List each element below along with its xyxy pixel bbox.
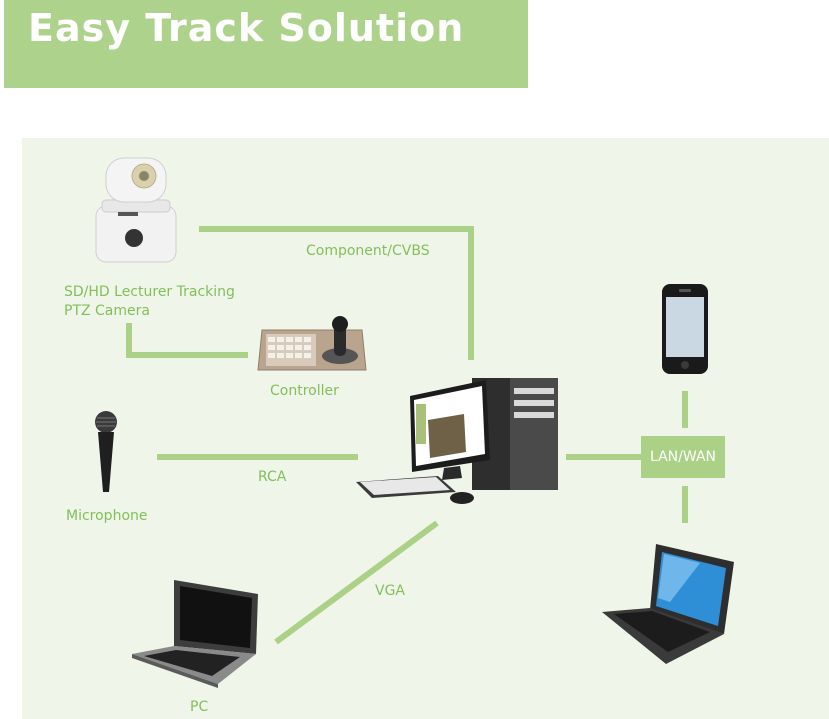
controller-label: Controller: [270, 383, 339, 399]
component-label: Component/CVBS: [306, 243, 430, 259]
component-connector: [199, 226, 474, 360]
lan-wan-label: LAN/WAN: [649, 449, 716, 465]
desktop-computer-icon: [356, 378, 558, 504]
header-banner: Easy Track Solution: [4, 0, 528, 88]
laptop-icon: [132, 580, 258, 688]
camera-label-line2: PTZ Camera: [64, 303, 150, 319]
microphone-label: Microphone: [66, 508, 148, 524]
rca-label: RCA: [258, 469, 287, 485]
smartphone-icon: [662, 284, 708, 374]
controller-connector: [126, 323, 248, 358]
vga-connector: [274, 520, 439, 645]
lan-wan-node: LAN/WAN: [641, 436, 725, 478]
camera-label-line1: SD/HD Lecturer Tracking: [64, 284, 235, 300]
laptop-icon: [602, 544, 734, 664]
page-title: Easy Track Solution: [28, 6, 465, 50]
ptz-camera-icon: [95, 157, 177, 263]
microphone-icon: [95, 411, 117, 492]
pc-label: PC: [190, 699, 209, 715]
joystick-controller-icon: [257, 316, 367, 371]
vga-label: VGA: [375, 583, 406, 599]
